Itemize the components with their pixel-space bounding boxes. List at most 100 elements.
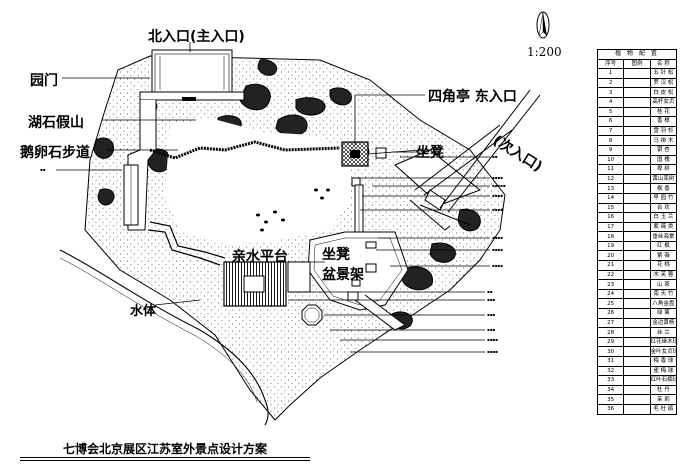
plant-name: 香 樟 [649, 116, 678, 127]
plant-name: 雀 梅 球 [649, 365, 678, 377]
plant-table-title: 植 物 配 置 [597, 49, 677, 60]
bonsai-area [307, 231, 409, 311]
table-row: 16 白 玉 兰 [596, 212, 678, 223]
label-water-body: 水体 [130, 304, 157, 319]
plant-legend-cell [623, 269, 651, 281]
callout-mark: ▪▪▪▪ [492, 207, 503, 212]
title-underline-2 [20, 460, 310, 461]
plant-number: 32 [596, 365, 625, 377]
callout-mark: ▪▪▪▪ [487, 349, 498, 354]
plant-legend-cell [623, 260, 651, 271]
plant-number: 3 [596, 87, 625, 98]
plant-number: 5 [596, 106, 625, 118]
plant-legend-cell [623, 221, 651, 233]
plant-legend-cell [623, 183, 651, 194]
callout-mark: ▪▪▪ [487, 312, 496, 317]
north-gate-building [151, 49, 233, 97]
table-row: 23 山 茶 [596, 279, 678, 290]
plant-legend-cell [623, 250, 651, 262]
plant-name: 黄山栾树 [649, 173, 678, 185]
callout-mark: ▪▪ [492, 154, 498, 159]
plant-legend-cell [623, 116, 651, 127]
plant-number: 25 [596, 298, 625, 310]
plant-name: 毛 杜 鹃 [649, 403, 678, 415]
plant-name: 罗 汉 松 [649, 77, 678, 89]
plant-legend-cell [623, 87, 651, 98]
east-entrance-structure [394, 89, 541, 231]
plant-number: 16 [596, 212, 625, 223]
plant-name: 红 枫 [649, 240, 678, 252]
callout-mark: ▪▪▪▪▪ [492, 183, 506, 188]
plant-number: 22 [596, 269, 625, 281]
label-bench-1: 坐凳 [416, 145, 444, 161]
plant-name: 花 桃 [649, 260, 678, 271]
plant-legend-cell [623, 68, 651, 79]
plant-name: 白 玉 兰 [649, 212, 678, 223]
plant-legend-cell [623, 356, 651, 367]
plant-number: 1 [596, 68, 625, 79]
plant-name: 紫 薇 [649, 250, 678, 262]
plant-name: 榉 树 [649, 164, 678, 175]
plant-table-header: 名 称 [649, 58, 678, 70]
callout-mark: ▪▪▪▪ [492, 193, 503, 198]
plant-name: 杜 丹 [649, 384, 678, 396]
plant-number: 14 [596, 192, 625, 204]
plant-name: 金叶女贞球 [649, 346, 678, 357]
plant-name: 白 皮 松 [649, 87, 678, 98]
table-row: 21 花 桃 [596, 260, 678, 271]
plant-number: 15 [596, 202, 625, 214]
callout-mark: ▪▪▪▪ [492, 263, 503, 268]
plant-name: 桂 花 [649, 106, 678, 118]
table-row: 1 五 针 松 [596, 68, 678, 79]
water-edge [59, 249, 269, 426]
plant-name: 枫 香 [649, 183, 678, 194]
table-row: 22 木 芙 蓉 [596, 269, 678, 281]
plant-number: 26 [596, 308, 625, 319]
plant-number: 7 [596, 125, 625, 137]
plant-number: 9 [596, 144, 625, 156]
plant-legend-cell [623, 403, 651, 415]
plant-number: 28 [596, 327, 625, 338]
plant-name: 国 槐 [649, 154, 678, 166]
plant-number: 21 [596, 260, 625, 271]
plant-name: 山 茶 [649, 279, 678, 290]
plant-name: 梅 香 球 [649, 356, 678, 367]
drawing-title: 七博会北京展区江苏室外景点设计方案 [20, 440, 310, 461]
plant-legend-cell [623, 202, 651, 214]
plant-table-header: 图例 [623, 58, 651, 70]
plant-number: 27 [596, 317, 625, 329]
plant-table-header: 序号 [596, 58, 625, 70]
leader-lines [56, 42, 490, 353]
plant-legend-cell [623, 308, 651, 319]
pebble-path [149, 140, 341, 160]
plant-name: 丝 兰 [649, 327, 678, 338]
plant-name: 木 芙 蓉 [649, 269, 678, 281]
plant-number: 19 [596, 240, 625, 252]
plant-name: 五 针 松 [649, 68, 678, 79]
plant-name: 垂丝海棠 [649, 231, 678, 242]
scale-label: 1:200 [527, 45, 562, 59]
plant-number: 23 [596, 279, 625, 290]
callout-mark: ▪▪▪▪ [492, 175, 503, 180]
plant-number: 24 [596, 288, 625, 300]
